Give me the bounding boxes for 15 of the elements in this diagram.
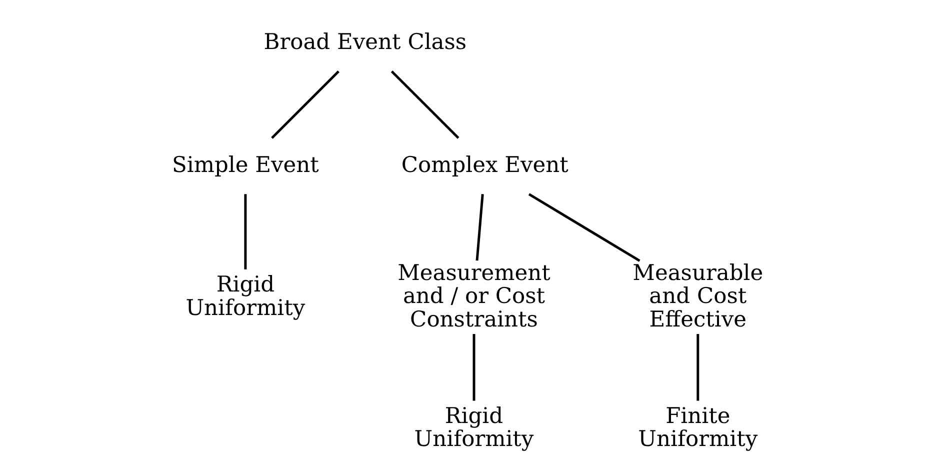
connector bbox=[696, 334, 700, 400]
connector bbox=[390, 70, 460, 138]
connector bbox=[244, 194, 247, 269]
node-text: Complex Event bbox=[401, 152, 568, 178]
node-text: Rigid Uniformity bbox=[414, 403, 534, 452]
node-text: Measurable and Cost Effective bbox=[632, 260, 764, 332]
node-text: Broad Event Class bbox=[264, 29, 467, 54]
connector bbox=[271, 70, 340, 138]
node-text: Simple Event bbox=[172, 152, 319, 178]
connector bbox=[528, 192, 640, 262]
node-text: Finite Uniformity bbox=[638, 403, 758, 452]
connector bbox=[476, 194, 484, 260]
connector bbox=[472, 334, 476, 400]
node-text: Rigid Uniformity bbox=[186, 272, 306, 320]
node-text: Measurement and / or Cost Constraints bbox=[398, 260, 550, 332]
